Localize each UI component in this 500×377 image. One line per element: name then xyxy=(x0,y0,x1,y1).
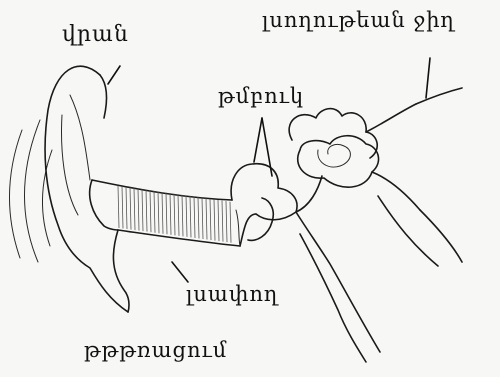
canal-hatch-line xyxy=(134,188,135,230)
canal-hatch-line xyxy=(122,186,123,228)
canal-hatch-line xyxy=(158,191,159,233)
canal-hatch-line xyxy=(190,196,191,237)
canal-hatch-line xyxy=(166,193,167,235)
label-ossicles: թմբուկ xyxy=(218,84,304,108)
canal-hatch-line xyxy=(178,194,179,236)
canal-hatch-line xyxy=(198,197,199,238)
canal-hatch-line xyxy=(218,200,219,241)
label-eardrum: թթթռացում xyxy=(84,338,227,362)
canal-hatch-line xyxy=(154,191,155,233)
inner-ear-drawing xyxy=(289,88,462,362)
canal-hatch-line xyxy=(230,202,231,243)
label-auricle: վրան xyxy=(62,22,129,47)
canal-hatch-line xyxy=(118,186,119,228)
canal-hatch-line xyxy=(186,195,187,236)
label-auditory-nerve: լսողութեան ջիղ xyxy=(262,8,455,32)
canal-hatch-line xyxy=(194,197,195,238)
canal-hatch-line xyxy=(126,187,127,229)
canal-hatch-line xyxy=(162,192,163,234)
canal-hatch-line xyxy=(174,194,175,236)
canal-hatch-line xyxy=(138,189,139,231)
canal-hatch-line xyxy=(206,198,207,239)
canal-hatch-line xyxy=(170,193,171,235)
canal-hatch-line xyxy=(210,199,211,240)
canal-hatch-line xyxy=(226,201,227,242)
label-ear-canal: լսափող xyxy=(186,282,278,306)
canal-hatch-line xyxy=(130,187,131,229)
canal-hatch-line xyxy=(202,198,203,239)
canal-hatch-line xyxy=(182,195,183,237)
canal-hatch-line xyxy=(214,199,215,240)
canal-hatch-line xyxy=(146,190,147,232)
canal-hatch-line xyxy=(150,190,151,232)
ossicles-drawing xyxy=(231,164,297,246)
canal-hatch-line xyxy=(222,201,223,242)
canal-hatch-line xyxy=(142,189,143,231)
